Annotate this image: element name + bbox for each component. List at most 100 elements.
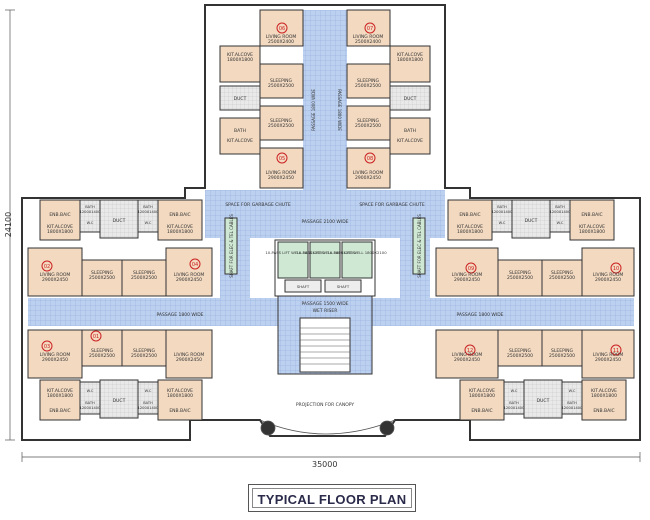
wc-label: W.C bbox=[499, 221, 506, 225]
sleeping-label: SLEEPING bbox=[357, 118, 379, 124]
living-room-dim: 2900X2450 bbox=[176, 277, 202, 283]
unit-number: 08 bbox=[367, 156, 373, 162]
overall-height-dimension: 24100 bbox=[4, 211, 14, 238]
living-room-label: LIVING ROOM bbox=[174, 352, 205, 358]
sleeping-label: SLEEPING bbox=[551, 270, 573, 276]
enbaic-label: ENB.BAIC bbox=[471, 408, 492, 414]
sleeping-label: SLEEPING bbox=[133, 270, 155, 276]
kitchen-label: KIT.ALCOVE bbox=[167, 388, 193, 394]
north-tower-rooms bbox=[219, 9, 431, 189]
sleeping-label: SLEEPING bbox=[551, 348, 573, 354]
wc-label: W.C bbox=[511, 389, 518, 393]
plan-title: TYPICAL FLOOR PLAN bbox=[257, 492, 407, 507]
living-room-dim: 2900X2450 bbox=[454, 277, 480, 283]
bath-label: BATH bbox=[497, 205, 507, 209]
left-wing-rooms bbox=[27, 199, 213, 421]
duct-label: DUCT bbox=[113, 218, 126, 224]
kitchen-dim: 1800X1800 bbox=[579, 229, 605, 235]
bath-label: BATH bbox=[85, 401, 95, 405]
vertical-labels: PASSAGE 1800 WIDE PASSAGE 1800 WIDE SHAF… bbox=[229, 89, 422, 278]
living-room-label: LIVING ROOM bbox=[266, 170, 297, 176]
unit-tag-labels: 01 02 03 04 05 06 07 08 09 10 11 12 bbox=[44, 26, 619, 354]
right-passage-label: PASSAGE 1800 WIDE bbox=[456, 312, 503, 318]
kitchen-dim: 1800X1800 bbox=[167, 229, 193, 235]
wc-label: W.C bbox=[145, 221, 152, 225]
enbaic-label: ENB.BAIC bbox=[49, 212, 70, 218]
sleeping-dim: 2500X2500 bbox=[355, 123, 381, 129]
kitchen-dim: 1800X1800 bbox=[469, 393, 495, 399]
sleeping-dim: 2500X2500 bbox=[507, 353, 533, 359]
sleeping-label: SLEEPING bbox=[509, 348, 531, 354]
bath-dim: 1200X1400 bbox=[138, 406, 159, 410]
bath-label: BATH bbox=[234, 128, 246, 134]
kitchen-label: KIT.ALCOVE bbox=[167, 224, 193, 230]
garbage-chute-label: SPACE FOR GARBAGE CHUTE bbox=[359, 202, 424, 208]
enbaic-label: ENB.BAIC bbox=[169, 212, 190, 218]
bath-label: BATH bbox=[143, 401, 153, 405]
kitchen-dim: 1800X1800 bbox=[457, 229, 483, 235]
kitchen-label: KIT.ALCOVE bbox=[227, 138, 253, 144]
elec-shaft-label: SHAFT FOR ELEC & TEL CABLES bbox=[229, 214, 234, 278]
room-labels: LIVING ROOM 2500X2400 LIVING ROOM 2500X2… bbox=[40, 34, 624, 414]
sleeping-label: SLEEPING bbox=[91, 348, 113, 354]
bath-dim: 1200X1400 bbox=[504, 406, 525, 410]
unit-number: 09 bbox=[468, 266, 474, 272]
living-room-label: LIVING ROOM bbox=[40, 272, 71, 278]
lift-label: 10-PASS LIFT WELL 1800X2100 bbox=[327, 250, 387, 255]
bath-label: BATH bbox=[555, 205, 565, 209]
living-room-dim: 2500X2400 bbox=[268, 39, 294, 45]
living-room-dim: 2900X2450 bbox=[42, 277, 68, 283]
sleeping-dim: 2500X2500 bbox=[89, 275, 115, 281]
sleeping-dim: 2500X2500 bbox=[549, 353, 575, 359]
bath-label: BATH bbox=[509, 401, 519, 405]
projection-label: PROJECTION FOR CANOPY bbox=[296, 402, 355, 408]
kitchen-label: KIT.ALCOVE bbox=[227, 52, 253, 58]
dimension-lines bbox=[5, 9, 641, 462]
duct-label: DUCT bbox=[113, 398, 126, 404]
bath-dim: 1200X1400 bbox=[492, 210, 513, 214]
kitchen-dim: 1800X1800 bbox=[591, 393, 617, 399]
lift-label: 10-PASS LIFT WELL 1800X2100 bbox=[296, 250, 356, 255]
living-room-label: LIVING ROOM bbox=[174, 272, 205, 278]
north-passage-label: PASSAGE 1800 WIDE bbox=[311, 89, 316, 131]
sleeping-dim: 2500X2500 bbox=[268, 83, 294, 89]
kitchen-label: KIT.ALCOVE bbox=[397, 138, 423, 144]
living-room-dim: 2900X2450 bbox=[42, 357, 68, 363]
kitchen-label: KIT.ALCOVE bbox=[47, 388, 73, 394]
duct-label: DUCT bbox=[404, 96, 417, 102]
living-room-label: LIVING ROOM bbox=[266, 34, 297, 40]
wc-label: W.C bbox=[87, 221, 94, 225]
unit-number: 11 bbox=[613, 348, 619, 354]
sleeping-dim: 2500X2500 bbox=[507, 275, 533, 281]
living-room-dim: 2900X2450 bbox=[268, 175, 294, 181]
living-room-dim: 2900X2450 bbox=[176, 357, 202, 363]
living-room-dim: 2500X2400 bbox=[355, 39, 381, 45]
wc-label: W.C bbox=[569, 389, 576, 393]
living-room-dim: 2900X2450 bbox=[454, 357, 480, 363]
bath-dim: 1200X1400 bbox=[138, 210, 159, 214]
sleeping-dim: 2500X2500 bbox=[131, 275, 157, 281]
unit-tags bbox=[41, 22, 622, 356]
sleeping-label: SLEEPING bbox=[509, 270, 531, 276]
passage-labels: PASSAGE 2100 WIDE PASSAGE 1800 WIDE PASS… bbox=[156, 202, 503, 408]
living-room-label: LIVING ROOM bbox=[452, 272, 483, 278]
unit-number: 07 bbox=[367, 26, 373, 32]
kitchen-label: KIT.ALCOVE bbox=[579, 224, 605, 230]
bath-label: BATH bbox=[85, 205, 95, 209]
duct-label: DUCT bbox=[525, 218, 538, 224]
lobby-passage-label: PASSAGE 1500 WIDE bbox=[301, 301, 348, 307]
kitchen-dim: 1800X1800 bbox=[397, 57, 423, 63]
unit-number: 05 bbox=[279, 156, 285, 162]
unit-number: 03 bbox=[44, 344, 50, 350]
central-passage-label: PASSAGE 2100 WIDE bbox=[301, 219, 348, 225]
enbaic-label: ENB.BAIC bbox=[593, 408, 614, 414]
living-room-label: LIVING ROOM bbox=[593, 352, 624, 358]
kitchen-label: KIT.ALCOVE bbox=[591, 388, 617, 394]
living-room-label: LIVING ROOM bbox=[593, 272, 624, 278]
bath-dim: 1200X1400 bbox=[80, 406, 101, 410]
kitchen-dim: 1800X1800 bbox=[47, 393, 73, 399]
wc-label: W.C bbox=[557, 221, 564, 225]
kitchen-label: KIT.ALCOVE bbox=[397, 52, 423, 58]
sleeping-dim: 2500X2500 bbox=[268, 123, 294, 129]
unit-number: 10 bbox=[613, 266, 619, 272]
